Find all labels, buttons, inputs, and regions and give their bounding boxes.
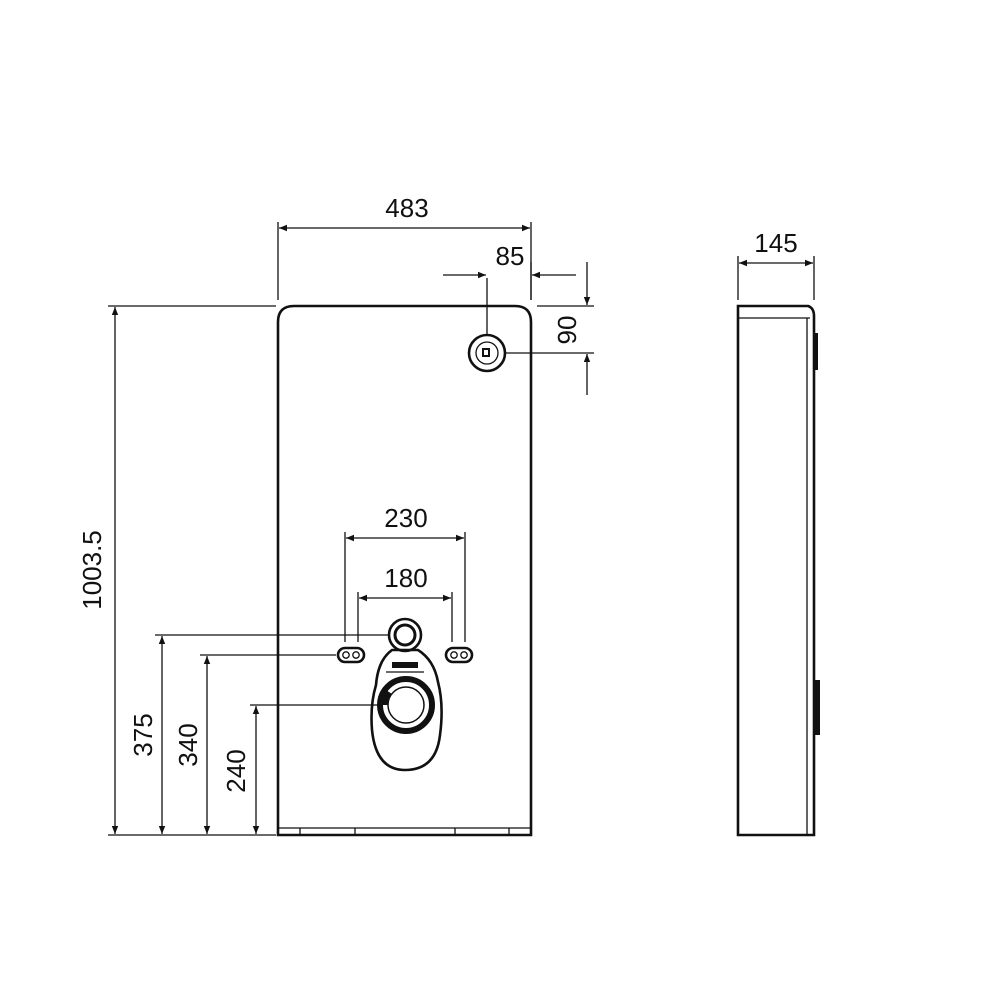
dim-depth: 145 [737,228,815,300]
dim-bolt-spacing-inner-label: 180 [384,563,427,593]
dim-outlet-top-height-label: 375 [128,713,158,756]
water-inlet-icon [387,617,423,653]
dim-bolt-height: 340 [173,654,336,834]
dim-bolt-spacing-inner: 180 [357,563,453,642]
side-panel-outline [736,304,816,837]
flush-valve-icon [467,333,507,373]
left-bolt-plate-icon [336,646,366,664]
dim-valve-offset: 85 [443,241,576,335]
dim-height-label: 1003.5 [77,530,107,610]
dim-height: 1003.5 [77,305,276,836]
waste-outlet-icon [370,648,443,772]
dim-bolt-spacing-outer: 230 [344,503,466,642]
front-view: 483 85 90 1003.5 [77,193,594,837]
dim-bolt-height-label: 340 [173,723,203,766]
dim-bolt-spacing-outer-label: 230 [384,503,427,533]
side-button-icon [814,333,818,370]
dim-width-label: 483 [385,193,428,223]
dim-width: 483 [277,193,532,300]
side-view: 145 [736,228,820,837]
dim-outlet-center-height: 240 [221,704,380,834]
dim-outlet-top-height: 375 [128,634,390,834]
panel-outline [276,304,533,837]
dim-valve-offset-label: 85 [496,241,525,271]
side-outlet-icon [814,680,820,735]
dim-outlet-center-height-label: 240 [221,749,251,792]
right-bolt-plate-icon [444,646,474,664]
dim-valve-height: 90 [505,262,594,395]
dim-valve-height-label: 90 [552,316,582,345]
dim-depth-label: 145 [754,228,797,258]
